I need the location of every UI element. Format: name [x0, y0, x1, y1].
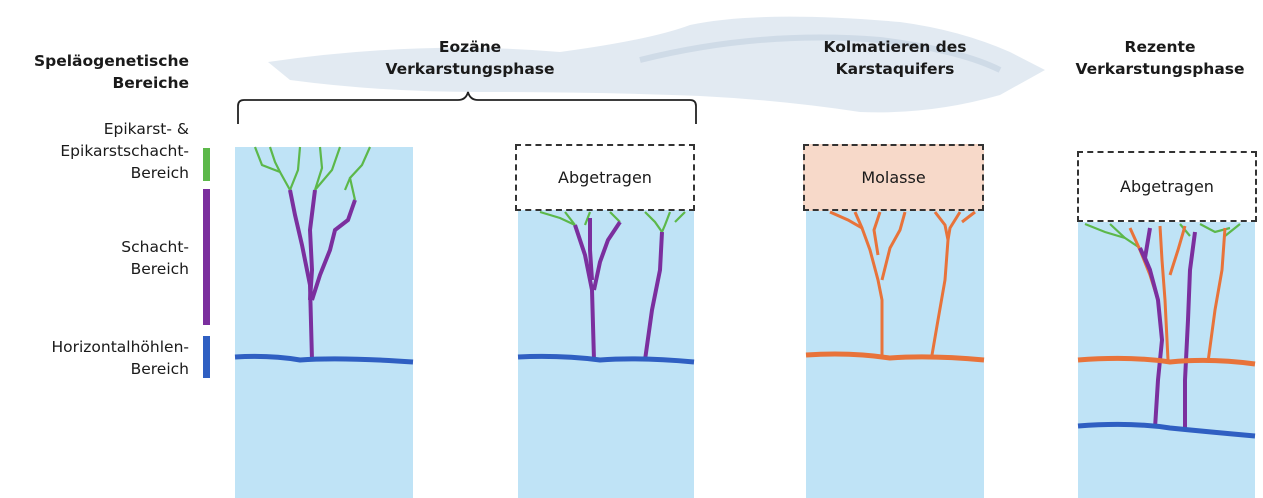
legend-epikarst-line1: Epikarst- &	[60, 118, 189, 140]
abgetragen-box-2: Abgetragen	[1077, 151, 1257, 222]
legend-schacht-line2: Bereich	[121, 258, 189, 280]
legend-heading-line1: Speläogenetische	[34, 50, 189, 72]
rock-column-1	[235, 147, 413, 498]
phase-eozaen-title: Eozäne Verkarstungsphase	[370, 36, 570, 80]
legend-bar-schacht	[203, 189, 210, 325]
phase-kolmatieren-line2: Karstaquifers	[790, 58, 1000, 80]
legend-epikarst-line3: Bereich	[60, 162, 189, 184]
legend-bar-horizontal	[203, 336, 210, 378]
phase-rezent-line2: Verkarstungsphase	[1060, 58, 1260, 80]
legend-epikarst-line2: Epikarstschacht-	[60, 140, 189, 162]
legend-bar-epikarst	[203, 148, 210, 181]
phase-kolmatieren-title: Kolmatieren des Karstaquifers	[790, 36, 1000, 80]
molasse-box: Molasse	[803, 144, 984, 211]
phase-rezent-title: Rezente Verkarstungsphase	[1060, 36, 1260, 80]
legend-schacht-line1: Schacht-	[121, 236, 189, 258]
abgetragen-box-1: Abgetragen	[515, 144, 695, 211]
legend-epikarst-label: Epikarst- & Epikarstschacht- Bereich	[60, 118, 189, 184]
phase-rezent-line1: Rezente	[1060, 36, 1260, 58]
phase-eozaen-line2: Verkarstungsphase	[370, 58, 570, 80]
legend-heading-line2: Bereiche	[34, 72, 189, 94]
legend-schacht-label: Schacht- Bereich	[121, 236, 189, 280]
legend-horizontal-line2: Bereich	[51, 358, 189, 380]
eozaen-bracket	[238, 92, 696, 124]
phase-eozaen-line1: Eozäne	[370, 36, 570, 58]
legend-horizontal-line1: Horizontalhöhlen-	[51, 336, 189, 358]
legend-horizontal-label: Horizontalhöhlen- Bereich	[51, 336, 189, 380]
legend-heading: Speläogenetische Bereiche	[34, 50, 189, 94]
phase-kolmatieren-line1: Kolmatieren des	[790, 36, 1000, 58]
